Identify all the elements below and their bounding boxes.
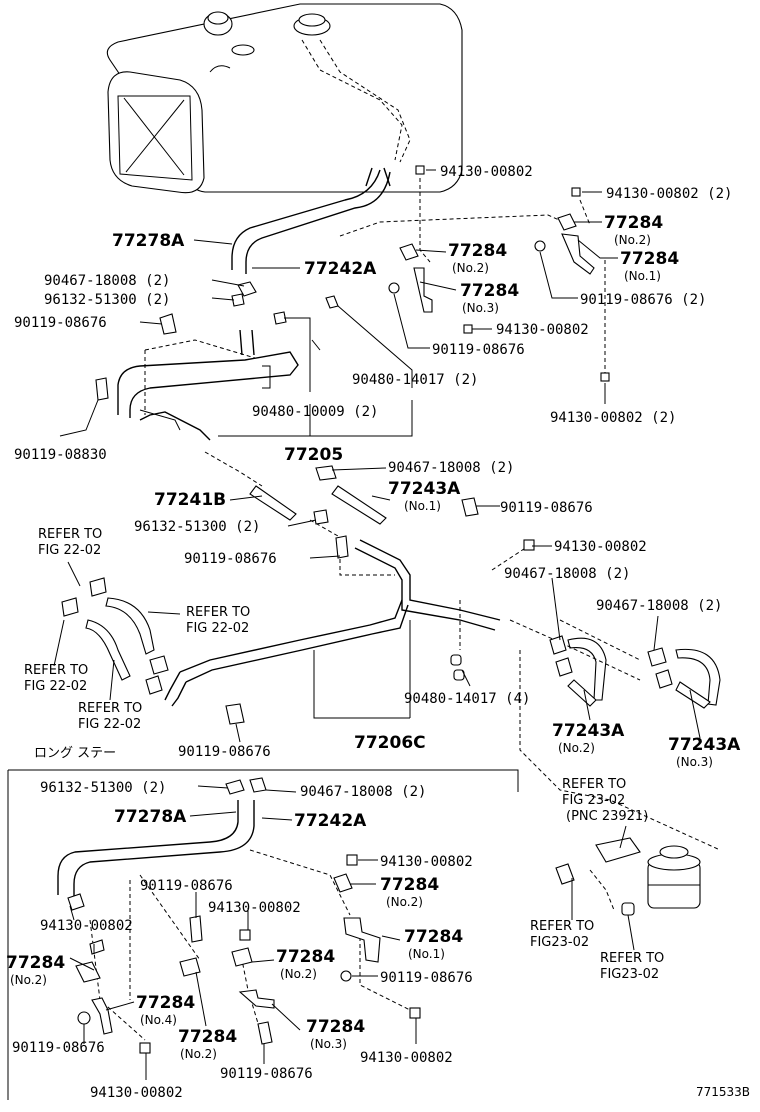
- label-77284-g-note: (No.2): [280, 967, 317, 981]
- label-77284-b-note: (No.2): [452, 261, 489, 275]
- label-90119-08676-a: 90119-08676 (2): [580, 292, 706, 308]
- label-77284-a: 77284: [604, 213, 663, 233]
- refer-label-1a: REFER TO: [38, 527, 102, 542]
- label-77284-e: 77284: [380, 875, 439, 895]
- label-90119-08830: 90119-08830: [14, 447, 107, 463]
- label-77284-f: 77284: [404, 927, 463, 947]
- label-77284-i: 77284: [136, 993, 195, 1013]
- label-77284-d-note: (No.3): [462, 301, 499, 315]
- refer-label-3a: REFER TO: [24, 663, 88, 678]
- label-94130-00802-b: 94130-00802 (2): [606, 186, 732, 202]
- upper-fuel-pipes: [231, 39, 411, 274]
- label-77284-a-note: (No.2): [614, 233, 651, 247]
- label-77278A-b: 77278A: [114, 807, 187, 827]
- refer-label-2b: FIG 22-02: [186, 621, 249, 636]
- label-77243A-a: 77243A: [388, 479, 461, 499]
- refer-label-7a: REFER TO: [600, 951, 664, 966]
- fuel-tank: [106, 3, 463, 194]
- refer-label-6b: FIG23-02: [530, 935, 589, 950]
- refer-label-5c: (PNC 23921): [566, 809, 648, 824]
- label-90119-08676-h: 90119-08676: [380, 970, 473, 986]
- label-90119-08676-e: 90119-08676: [184, 551, 277, 567]
- leader-lines: [53, 169, 701, 1080]
- label-77284-c: 77284: [620, 249, 679, 269]
- label-77243A-c: 77243A: [668, 735, 741, 755]
- label-94130-00802-a: 94130-00802: [440, 164, 533, 180]
- label-77241B: 77241B: [154, 490, 226, 510]
- label-94130-00802-h: 94130-00802: [208, 900, 301, 916]
- label-94130-00802-d: 94130-00802 (2): [550, 410, 676, 426]
- label-90119-08676-j: 90119-08676: [220, 1066, 313, 1082]
- label-90467-18008-e: 90467-18008 (2): [300, 784, 426, 800]
- label-90119-08676-d: 90119-08676: [500, 500, 593, 516]
- refer-label-2a: REFER TO: [186, 605, 250, 620]
- label-94130-00802-f: 94130-00802: [380, 854, 473, 870]
- label-77284-i-note: (No.4): [140, 1013, 177, 1027]
- refer-label-5b: FIG 23-02: [562, 793, 625, 808]
- label-77243A-b: 77243A: [552, 721, 625, 741]
- label-77243A-b-note: (No.2): [558, 741, 595, 755]
- label-96132-51300-c: 96132-51300 (2): [40, 780, 166, 796]
- section-border: [7, 769, 519, 1100]
- label-90467-18008-d: 90467-18008 (2): [596, 598, 722, 614]
- label-90119-08676-b: 90119-08676: [14, 315, 107, 331]
- label-77284-j: 77284: [306, 1017, 365, 1037]
- label-77206C: 77206C: [354, 733, 426, 753]
- refer-label-6a: REFER TO: [530, 919, 594, 934]
- label-77284-j-note: (No.3): [310, 1037, 347, 1051]
- label-96132-51300-a: 96132-51300 (2): [44, 292, 170, 308]
- label-90119-08676-c: 90119-08676: [432, 342, 525, 358]
- fasteners: [61, 165, 673, 1054]
- label-90119-08676-f: 90119-08676: [178, 744, 271, 760]
- label-90480-14017-a: 90480-14017 (2): [352, 372, 478, 388]
- label-90480-10009: 90480-10009 (2): [252, 404, 378, 420]
- label-77284-e-note: (No.2): [386, 895, 423, 909]
- label-77284-d: 77284: [460, 281, 519, 301]
- label-77278A-a: 77278A: [112, 231, 185, 251]
- lower-section-pipes: [57, 800, 255, 900]
- label-77242A-b: 77242A: [294, 811, 367, 831]
- label-90119-08676-g: 90119-08676: [140, 878, 233, 894]
- label-90467-18008-a: 90467-18008 (2): [44, 273, 170, 289]
- label-77205: 77205: [284, 445, 343, 465]
- label-94130-00802-c: 94130-00802: [496, 322, 589, 338]
- label-77284-k: 77284: [178, 1027, 237, 1047]
- label-77284-c-note: (No.1): [624, 269, 661, 283]
- label-90467-18008-b: 90467-18008 (2): [388, 460, 514, 476]
- figure-code: 771533B: [696, 1085, 750, 1099]
- label-77243A-c-note: (No.3): [676, 755, 713, 769]
- label-90467-18008-c: 90467-18008 (2): [504, 566, 630, 582]
- label-77243A-a-note: (No.1): [404, 499, 441, 513]
- section-title: ロング ステー: [34, 746, 116, 761]
- label-90480-14017-b: 90480-14017 (4): [404, 691, 530, 707]
- label-90119-08676-i: 90119-08676: [12, 1040, 105, 1056]
- refer-label-1b: FIG 22-02: [38, 543, 101, 558]
- refer-label-7b: FIG23-02: [600, 967, 659, 982]
- fuel-filter: [595, 837, 701, 909]
- label-77284-h: 77284: [6, 953, 65, 973]
- label-77284-k-note: (No.2): [180, 1047, 217, 1061]
- refer-label-4b: FIG 22-02: [78, 717, 141, 732]
- label-96132-51300-b: 96132-51300 (2): [134, 519, 260, 535]
- label-94130-00802-i: 94130-00802: [360, 1050, 453, 1066]
- label-77242A-a: 77242A: [304, 259, 377, 279]
- hoses: [85, 485, 721, 709]
- pipe-assembly-77206C: [164, 539, 501, 707]
- refer-label-4a: REFER TO: [78, 701, 142, 716]
- label-94130-00802-j: 94130-00802: [90, 1085, 183, 1101]
- label-77284-g: 77284: [276, 947, 335, 967]
- label-94130-00802-g: 94130-00802: [40, 918, 133, 934]
- refer-label-3b: FIG 22-02: [24, 679, 87, 694]
- label-77284-f-note: (No.1): [408, 947, 445, 961]
- label-77284-b: 77284: [448, 241, 507, 261]
- label-77284-h-note: (No.2): [10, 973, 47, 987]
- refer-label-5a: REFER TO: [562, 777, 626, 792]
- pipe-assembly-77205: [117, 329, 299, 441]
- label-94130-00802-e: 94130-00802: [554, 539, 647, 555]
